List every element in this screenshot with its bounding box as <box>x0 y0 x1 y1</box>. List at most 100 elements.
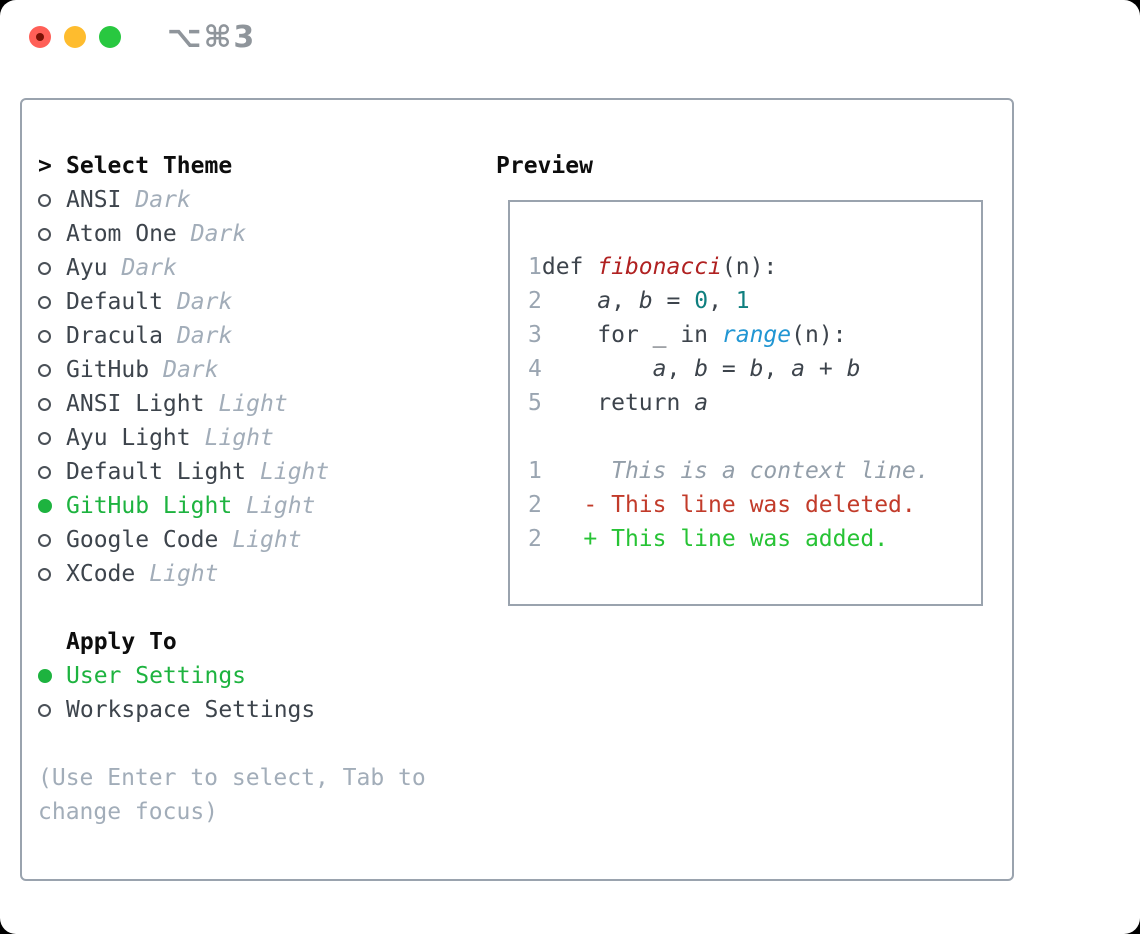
code-segment-added: + This line was added. <box>541 526 889 552</box>
minimize-button[interactable] <box>64 26 86 48</box>
radio-circle <box>38 499 52 513</box>
radio-circle <box>38 567 51 581</box>
code-line: 2 + This line was added. <box>528 522 981 556</box>
line-number: 2 <box>528 526 542 552</box>
radio-unselected-icon <box>38 329 66 343</box>
code-segment-plain: def <box>541 254 598 280</box>
option-label: Ayu Light <box>66 425 191 451</box>
radio-unselected-icon <box>38 363 66 377</box>
code-segment-number: 0 <box>694 288 709 314</box>
radio-unselected-icon <box>38 567 66 581</box>
theme-option-row[interactable]: Dracula Dark <box>38 319 426 353</box>
code-line: 2 - This line was deleted. <box>528 488 981 522</box>
code-segment-plain: = <box>652 288 695 314</box>
theme-variant-label: Dark <box>163 357 219 383</box>
radio-unselected-icon <box>38 261 66 275</box>
option-label: Atom One <box>66 221 177 247</box>
code-segment-plain <box>542 288 597 314</box>
apply-to-title: Apply To <box>66 629 177 655</box>
theme-variant-label: Light <box>246 493 316 519</box>
apply-to-option-row[interactable]: User Settings <box>38 659 426 693</box>
code-segment-builtin: range <box>721 322 792 348</box>
code-line: 1 This is a context line. <box>528 454 981 488</box>
line-number: 1 <box>528 254 542 280</box>
option-label: XCode <box>66 561 136 587</box>
code-segment-var: a <box>597 288 612 314</box>
line-number: 5 <box>528 390 542 416</box>
radio-circle <box>38 329 51 343</box>
hint-line-1: (Use Enter to select, Tab to <box>38 765 426 791</box>
code-segment-plain: return <box>541 390 695 416</box>
theme-option-row[interactable]: Default Dark <box>38 285 426 319</box>
code-segment-plain: + <box>805 356 847 382</box>
theme-option-row[interactable]: XCode Light <box>38 557 426 591</box>
radio-circle <box>38 669 52 683</box>
theme-variant-label: Dark <box>176 289 233 315</box>
theme-variant-label: Dark <box>121 255 177 281</box>
apply-to-option-row[interactable]: Workspace Settings <box>38 693 426 727</box>
code-line: 4 a, b = b, a + b <box>528 352 981 386</box>
code-segment-var: b <box>694 356 709 382</box>
code-line: 3 for _ in range(n): <box>528 318 981 352</box>
code-segment-var: b <box>749 356 764 382</box>
theme-variant-label: Light <box>149 561 219 587</box>
code-segment-var: a <box>791 356 806 382</box>
theme-variant-label: Dark <box>176 323 233 349</box>
radio-unselected-icon <box>38 533 66 547</box>
radio-circle <box>38 431 51 445</box>
radio-unselected-icon <box>38 703 66 717</box>
theme-option-row[interactable]: ANSI Light Light <box>38 387 426 421</box>
line-number: 4 <box>528 356 542 382</box>
code-segment-var: a <box>694 390 709 416</box>
code-line <box>528 420 981 454</box>
code-segment-deleted: - This line was deleted. <box>541 492 916 518</box>
hint-line-2: change focus) <box>38 799 219 825</box>
option-label: ANSI Light <box>66 391 205 417</box>
code-segment-var: a <box>652 356 667 382</box>
radio-circle <box>38 465 51 479</box>
line-number: 3 <box>528 322 542 348</box>
code-segment-plain: (n): <box>721 254 778 280</box>
theme-variant-label: Dark <box>135 187 191 213</box>
theme-option-row[interactable]: Ayu Dark <box>38 251 426 285</box>
option-label: ANSI <box>66 187 122 213</box>
line-number: 1 <box>528 458 542 484</box>
close-button[interactable] <box>29 26 51 48</box>
code-segment-plain: = <box>708 356 750 382</box>
code-segment-var: b <box>638 288 653 314</box>
option-label: Workspace Settings <box>66 697 316 723</box>
code-segment-plain: , <box>763 356 792 382</box>
option-label: Google Code <box>66 527 219 553</box>
option-label: Dracula <box>66 323 163 349</box>
spacer-row <box>38 591 426 625</box>
radio-unselected-icon <box>38 193 66 207</box>
option-label: Default <box>66 289 163 315</box>
code-segment-context: This is a context line. <box>541 458 930 484</box>
radio-unselected-icon <box>38 431 66 445</box>
radio-circle <box>38 533 51 547</box>
code-segment-plain: (n): <box>791 322 847 348</box>
prompt-caret-icon: > <box>38 153 52 179</box>
theme-option-row[interactable]: ANSI Dark <box>38 183 426 217</box>
zoom-button[interactable] <box>99 26 121 48</box>
radio-circle <box>38 397 51 411</box>
code-segment-plain <box>542 356 653 382</box>
radio-unselected-icon <box>38 227 66 241</box>
option-label: Ayu <box>66 255 108 281</box>
code-line: 5 return a <box>528 386 981 420</box>
code-segment-plain: , <box>708 288 736 314</box>
option-label: User Settings <box>66 663 247 689</box>
theme-variant-label: Light <box>218 391 288 417</box>
select-theme-title: Select Theme <box>66 153 233 179</box>
code-segment-number: 1 <box>735 288 750 314</box>
radio-circle <box>38 193 51 207</box>
